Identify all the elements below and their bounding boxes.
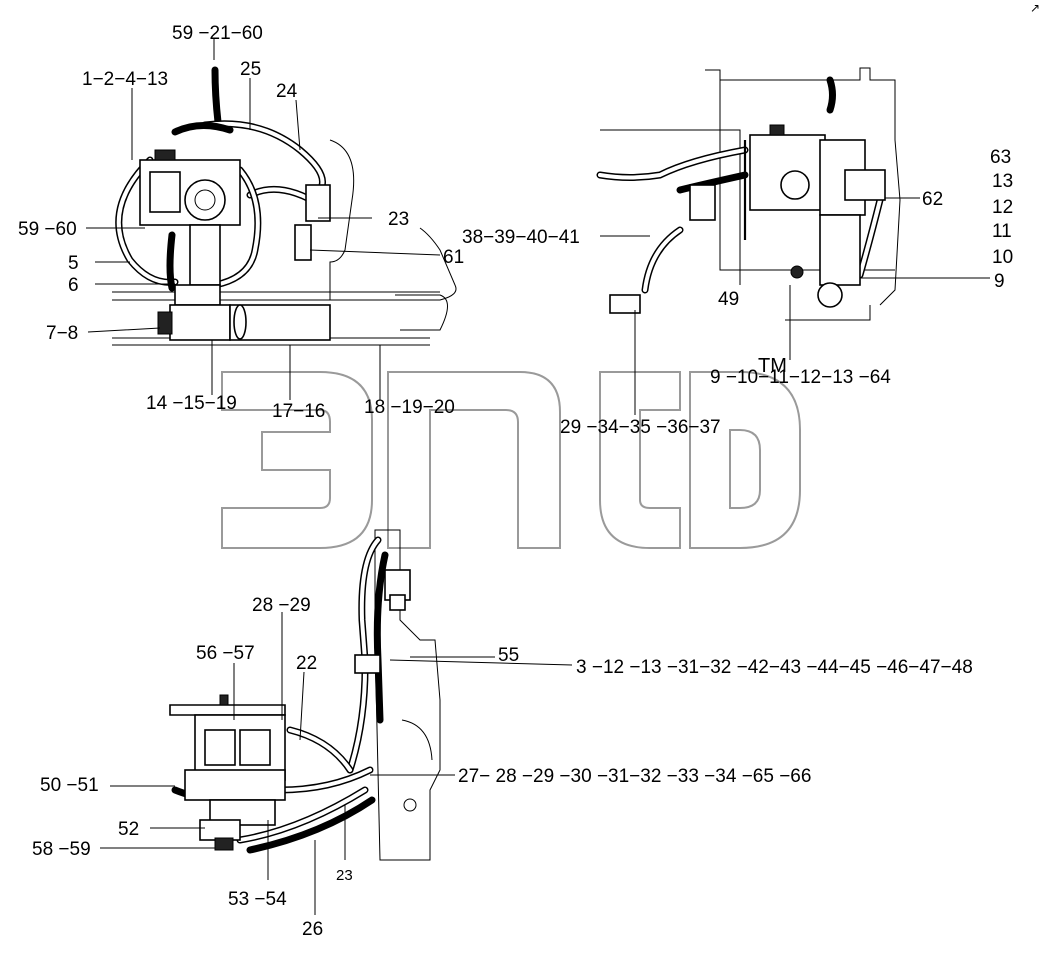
assembly-bottom [100,529,573,915]
callout-label: 26 [302,919,324,940]
callout-label: 5 [68,253,79,274]
corner-mark: ↗ [1030,1,1041,15]
callout-label: 3 −12 −13 −31−32 −42−43 −44−45 −46−47−48 [576,657,973,678]
callout-label: 52 [118,819,140,840]
callout-label: 6 [68,275,79,296]
callout-label: 25 [240,59,262,80]
assembly-top-left [86,38,457,400]
callout-label: 13 [992,171,1014,192]
callout-label: 62 [922,189,944,210]
callout-label: 49 [718,289,740,310]
callout-label: 29 −34−35 −36−37 [560,417,721,438]
callout-label: 27− 28 −29 −30 −31−32 −33 −34 −65 −66 [458,766,812,787]
callout-label: 58 −59 [32,839,91,860]
callout-label: 14 −15−19 [146,393,237,414]
callout-label: 38−39−40−41 [462,227,580,248]
callout-label: 17−16 [272,401,326,422]
callout-label: 12 [992,197,1014,218]
assembly-top-right [596,67,990,415]
callout-label: 28 −29 [252,595,311,616]
callout-label: 10 [992,247,1014,268]
callout-label: 63 [990,147,1012,168]
callout-label: 11 [992,221,1012,242]
callout-label: 7−8 [46,323,79,344]
callout-label: 9 [994,271,1005,292]
callout-label: 53 −54 [228,889,287,910]
watermark-trademark: TM [758,355,787,377]
callout-label: 22 [296,653,318,674]
callout-label: 23 [336,867,353,884]
watermark-logo [221,371,801,549]
callout-label: 59 −21−60 [172,23,263,44]
callout-label: 56 −57 [196,643,255,664]
watermark-text: элсб [640,940,643,941]
callout-label: 18 −19−20 [364,397,455,418]
callout-label: 55 [498,645,520,666]
callout-label: 9 −10−11−12−13 −64 [710,367,891,388]
callout-label: 24 [276,81,298,102]
callout-label: 59 −60 [18,219,77,240]
callout-label: 1−2−4−13 [82,69,169,90]
callout-label: 50 −51 [40,775,99,796]
callout-label: 61 [443,247,465,268]
callout-label: 23 [388,209,410,230]
